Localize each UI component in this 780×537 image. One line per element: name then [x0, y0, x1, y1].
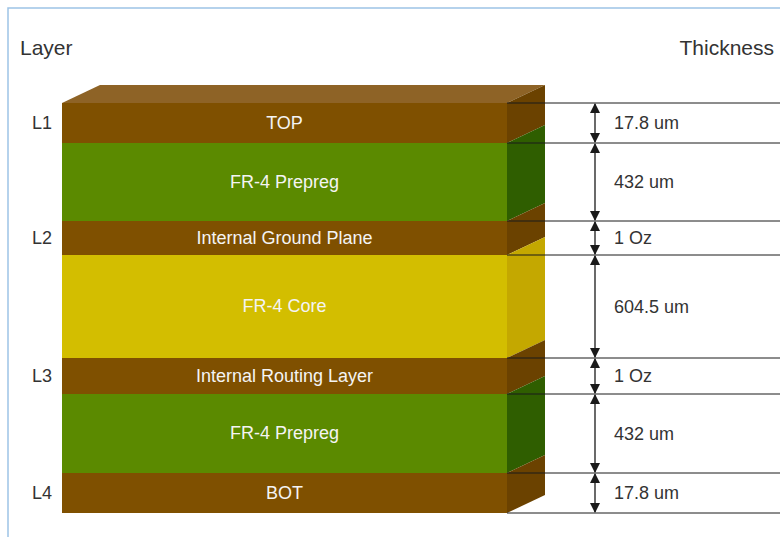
- layer-name: FR-4 Core: [242, 296, 326, 317]
- thickness-value: 1 Oz: [614, 367, 652, 385]
- layer-name: FR-4 Prepreg: [230, 423, 339, 444]
- frame: [8, 8, 780, 537]
- dimension-arrow: [594, 104, 595, 142]
- layer-number: L1: [32, 114, 52, 132]
- thickness-value: 17.8 um: [614, 114, 679, 132]
- extension-line: [507, 513, 780, 514]
- layer-band: BOT: [62, 473, 507, 513]
- thickness-value: 17.8 um: [614, 484, 679, 502]
- thickness-value: 1 Oz: [614, 229, 652, 247]
- extension-line: [507, 473, 780, 474]
- layer-band: Internal Ground Plane: [62, 221, 507, 255]
- extension-line: [507, 358, 780, 359]
- layer-number: L2: [32, 229, 52, 247]
- dimension-arrow: [594, 144, 595, 220]
- layer-number: L3: [32, 367, 52, 385]
- layer-band: FR-4 Core: [62, 255, 507, 358]
- layer-name: BOT: [266, 483, 303, 504]
- extension-line: [507, 143, 780, 144]
- layer-name: TOP: [266, 113, 303, 134]
- layer-name: FR-4 Prepreg: [230, 172, 339, 193]
- dimension-arrow: [594, 474, 595, 512]
- layer-band: FR-4 Prepreg: [62, 143, 507, 221]
- extension-line: [507, 221, 780, 222]
- layer-band: Internal Routing Layer: [62, 358, 507, 394]
- extension-line: [507, 394, 780, 395]
- layer-band: FR-4 Prepreg: [62, 394, 507, 473]
- layer-band: TOP: [62, 103, 507, 143]
- dimension-arrow: [594, 359, 595, 393]
- thickness-value: 432 um: [614, 173, 674, 191]
- column-heading: Layer: [20, 37, 73, 58]
- dimension-arrow: [594, 395, 595, 472]
- extension-line: [507, 103, 780, 104]
- dimension-arrow: [594, 256, 595, 357]
- layer-name: Internal Routing Layer: [196, 366, 373, 387]
- extension-line: [507, 255, 780, 256]
- thickness-value: 604.5 um: [614, 298, 689, 316]
- dimension-arrow: [594, 222, 595, 254]
- layer-name: Internal Ground Plane: [196, 228, 372, 249]
- layer-number: L4: [32, 484, 52, 502]
- thickness-value: 432 um: [614, 425, 674, 443]
- column-heading: Thickness: [679, 37, 774, 58]
- side-face: [507, 455, 545, 513]
- top-face: [62, 85, 545, 103]
